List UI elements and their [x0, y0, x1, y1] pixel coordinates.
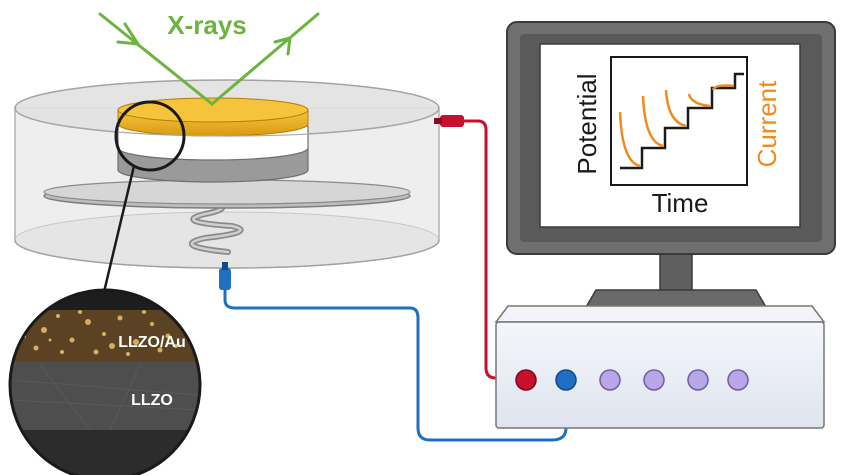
red-cable [434, 115, 518, 380]
plot-frame [610, 56, 748, 186]
spring-icon [189, 197, 244, 255]
potential-axis-label: Potential [572, 73, 602, 174]
port-3 [599, 369, 621, 391]
red-connector [440, 115, 464, 127]
port-5 [687, 369, 709, 391]
red-port [515, 369, 537, 391]
micrograph-inset: LLZO/Au LLZO [8, 288, 202, 475]
potential-trace [620, 72, 744, 170]
current-trace [618, 84, 735, 168]
potentiostat-icon [494, 305, 826, 429]
support-plate [43, 179, 411, 209]
xrays-label: X-rays [167, 10, 247, 40]
chamber-front-edge [14, 107, 440, 137]
port-6 [727, 369, 749, 391]
current-axis-label: Current [752, 80, 782, 167]
port-4 [643, 369, 665, 391]
time-axis-label: Time [652, 188, 709, 218]
sample-stack [117, 97, 309, 183]
blue-port [555, 369, 577, 391]
blue-connector [219, 268, 231, 290]
llzo-au-label: LLZO/Au [118, 334, 186, 351]
magnifier-circle-icon [102, 100, 186, 293]
llzo-label: LLZO [131, 392, 173, 409]
monitor-icon: Potential Current Time [506, 21, 836, 315]
xray-beams [98, 12, 320, 106]
blue-cable [219, 262, 568, 442]
